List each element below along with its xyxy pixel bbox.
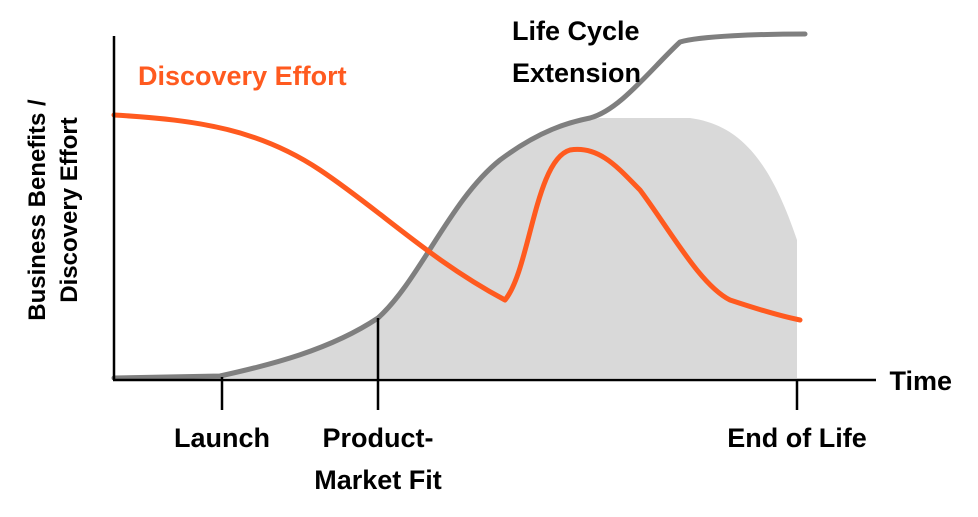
x-axis-label: Time bbox=[889, 366, 952, 396]
launch-label: Launch bbox=[174, 423, 270, 453]
pmf-label-line1: Product- bbox=[323, 423, 434, 453]
y-axis-label-line2: Discovery Effort bbox=[56, 117, 83, 302]
y-axis-label: Business Benefits / Discovery Effort bbox=[24, 99, 83, 321]
y-axis-label-line1: Business Benefits / bbox=[24, 99, 51, 321]
lifecycle-extension-label-line1: Life Cycle bbox=[512, 16, 640, 46]
pmf-label-line2: Market Fit bbox=[314, 465, 442, 495]
end-of-life-label: End of Life bbox=[727, 423, 866, 453]
discovery-effort-curve bbox=[111, 112, 803, 323]
discovery-effort-label: Discovery Effort bbox=[138, 61, 347, 91]
benefits-area bbox=[114, 118, 797, 378]
lifecycle-curve bbox=[111, 31, 808, 381]
lifecycle-extension-label-line2: Extension bbox=[512, 58, 641, 88]
